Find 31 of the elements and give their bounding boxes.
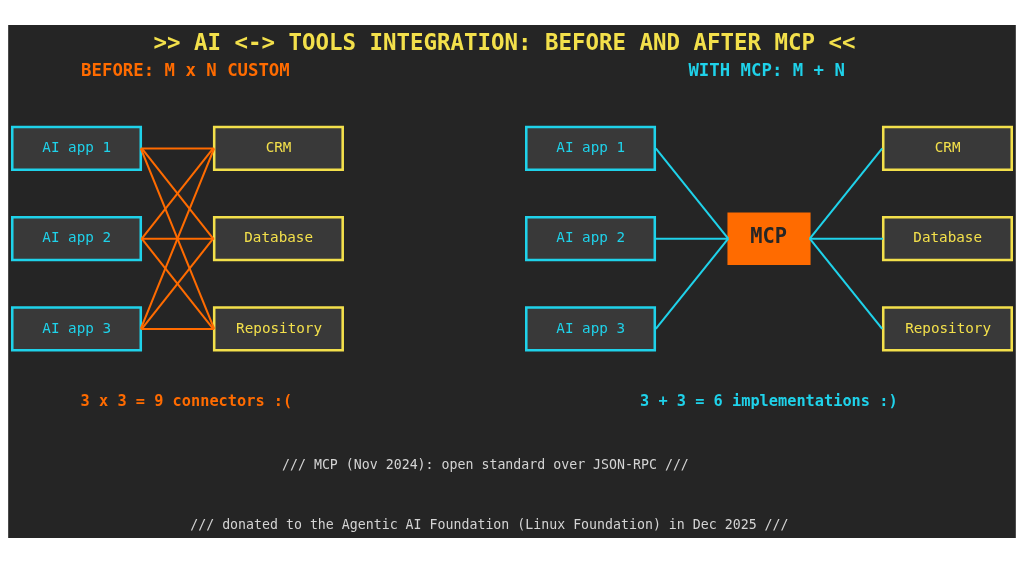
node-box: AI app 3 [11,306,143,352]
connector [141,238,214,330]
node-box: AI app 2 [525,215,657,262]
node-box: CRM [212,125,344,172]
connector [139,148,216,330]
connector [140,327,215,330]
node-box: CRM [881,125,1013,172]
node-box: AI app 1 [525,125,657,172]
label: /// donated to the Agentic AI Foundation (Linux Foundation) in Dec 2025 /// [190,517,789,533]
connector [140,147,215,150]
label: /// MCP (Nov 2024): open standard over JSON-RPC /// [282,457,689,473]
connector [655,238,729,330]
node-box: Database [212,215,344,262]
label: 3 x 3 = 9 connectors :( [80,392,293,411]
diagram-title: >> AI <-> TOOLS INTEGRATION: BEFORE AND AFTER MCP << [153,29,856,56]
node-box: AI app 1 [11,125,143,172]
label: WITH MCP: M + N [688,59,845,80]
connector [655,237,729,240]
label: 3 + 3 = 6 implementations :) [640,392,898,411]
node-box: MCP [727,212,811,265]
node-box: AI app 3 [525,306,657,352]
node-box: Repository [881,306,1013,352]
connector [809,238,883,330]
node-box: AI app 2 [11,215,143,262]
connector [140,237,215,240]
connector [655,147,729,240]
connector [809,147,883,240]
node-box: Repository [212,306,344,352]
label: BEFORE: M x N CUSTOM [81,59,290,80]
connector [809,237,884,240]
node-box: Database [881,215,1013,262]
